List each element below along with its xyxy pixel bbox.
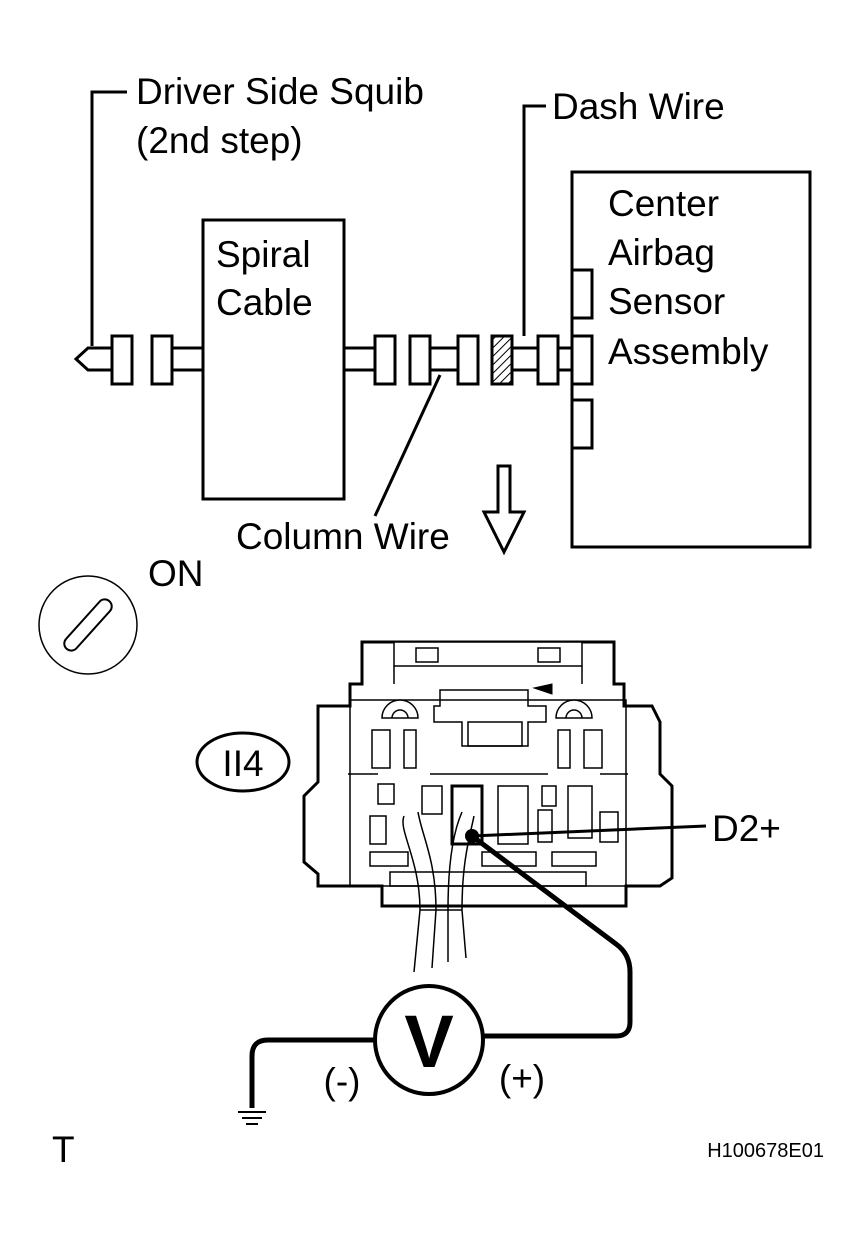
center-label-line2: Airbag: [608, 232, 715, 273]
squib-leader-line: [90, 90, 127, 346]
spiral-right-connector: [373, 334, 397, 386]
connector-ii4: [302, 640, 674, 908]
negative-label: (-): [324, 1061, 361, 1102]
sensor-port-3: [570, 398, 594, 450]
ignition-switch-icon: [38, 575, 138, 675]
negative-lead: [249, 1037, 375, 1108]
connector-housing: [302, 640, 674, 908]
terminal-leader-line: [471, 824, 707, 838]
spiral-cable-box: [201, 218, 346, 501]
dash-wire-leader-line: [522, 104, 546, 336]
squib-label-line2: (2nd step): [136, 120, 303, 161]
down-arrow-icon: [481, 464, 527, 556]
column-wire-leader-line: [373, 374, 442, 517]
harness-top: [73, 90, 812, 556]
connector-center-lock: [433, 689, 547, 747]
corner-mark: T: [52, 1129, 75, 1170]
sensor-side-connector: [536, 334, 560, 386]
center-label-line3: Sensor: [608, 281, 725, 322]
sensor-port-1: [570, 268, 594, 320]
spiral-cable-label-line2: Cable: [216, 282, 313, 323]
column-wire-connector-b: [456, 334, 480, 386]
sensor-port-2: [570, 334, 594, 386]
center-label-line1: Center: [608, 183, 719, 224]
column-wire-label: Column Wire: [236, 516, 450, 557]
connector-id-ellipse: [195, 731, 291, 793]
squib-connector: [110, 334, 134, 386]
harness-wires: [402, 811, 475, 973]
spiral-left-connector: [150, 334, 174, 386]
dash-wire-connector: [490, 334, 514, 386]
positive-label: (+): [499, 1058, 545, 1099]
squib-terminal: [73, 346, 112, 372]
terminal-label: D2+: [712, 808, 781, 849]
connector-id-label: II4: [222, 743, 263, 784]
center-label-line4: Assembly: [608, 331, 769, 372]
column-wire-connector-a: [408, 334, 432, 386]
figure-code: H100678E01: [707, 1140, 824, 1162]
dash-wire-label: Dash Wire: [552, 86, 725, 127]
squib-label-line1: Driver Side Squib: [136, 71, 424, 112]
ignition-on-label: ON: [148, 553, 204, 594]
voltmeter-symbol: V: [404, 1000, 453, 1083]
spiral-cable-label-line1: Spiral: [216, 234, 311, 275]
positive-lead: [470, 834, 633, 1039]
ground-icon: [238, 1111, 266, 1125]
